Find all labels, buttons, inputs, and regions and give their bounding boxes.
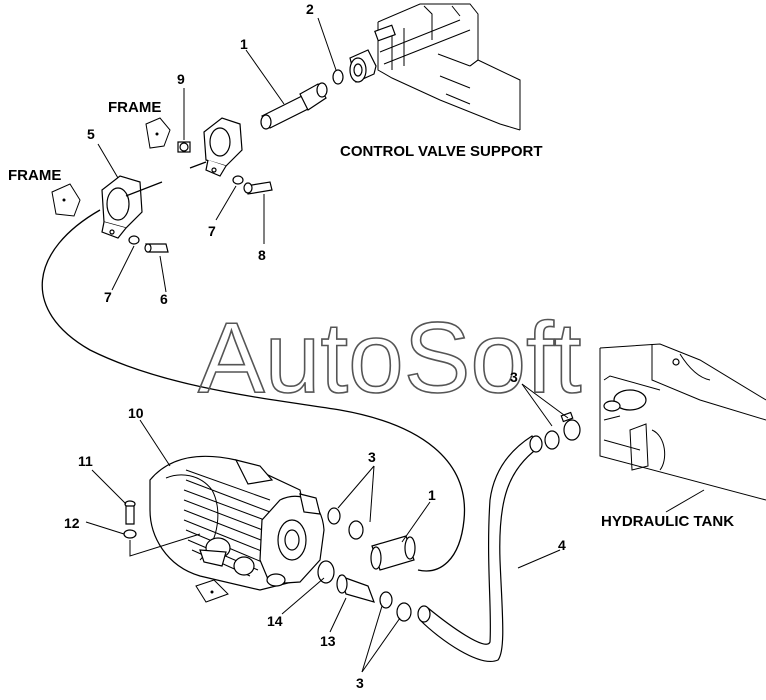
- mount-leader: [129, 533, 201, 557]
- callout-9: 9: [177, 71, 185, 87]
- hose-fitting-part-1-top: [260, 82, 328, 130]
- label-control-valve-support: CONTROL VALVE SUPPORT: [340, 143, 543, 160]
- callout-1-top: 1: [240, 36, 248, 52]
- frame-bracket-upper: [145, 117, 171, 149]
- hydraulic-tank-drawing: [599, 343, 766, 501]
- bolt-part-11: [124, 500, 136, 525]
- control-valve-support-drawing: [374, 3, 521, 131]
- washer-bolt-lower: [128, 235, 169, 253]
- callout-10: 10: [128, 405, 144, 421]
- suction-hose-line: [41, 161, 466, 572]
- washer-part-12: [123, 529, 137, 539]
- callout-2: 2: [306, 1, 314, 17]
- callout-12: 12: [64, 515, 80, 531]
- callout-14: 14: [267, 613, 283, 629]
- clamp-upper: [203, 117, 243, 177]
- callout-1-mid: 1: [428, 487, 436, 503]
- pump-hose-fittings: [317, 507, 416, 622]
- callout-leaders: [85, 17, 705, 673]
- callout-4: 4: [558, 537, 566, 553]
- o-ring-part-2: [332, 69, 344, 85]
- hose-clamps-tank: [544, 411, 581, 450]
- callout-3-tank: 3: [510, 369, 518, 385]
- callout-3-bottom: 3: [356, 675, 364, 691]
- callout-11: 11: [78, 453, 93, 469]
- callout-7-lower: 7: [104, 289, 112, 305]
- callout-5: 5: [87, 126, 95, 142]
- label-frame-upper: FRAME: [108, 99, 161, 116]
- valve-fitting: [349, 49, 377, 83]
- callout-8: 8: [258, 247, 266, 263]
- callout-7-upper: 7: [208, 223, 216, 239]
- hose-part-4: [417, 435, 543, 662]
- callout-3-pump: 3: [368, 449, 376, 465]
- spacer-part-9: [177, 141, 191, 153]
- washer-bolt-upper: [232, 175, 273, 195]
- label-frame-lower: FRAME: [8, 167, 61, 184]
- clamp-lower-part-5: [101, 175, 143, 239]
- label-hydraulic-tank: HYDRAULIC TANK: [601, 513, 734, 530]
- watermark: AutoSoft: [198, 302, 582, 414]
- pump-part-10: [149, 455, 325, 603]
- callout-6: 6: [160, 291, 168, 307]
- frame-bracket-lower: [51, 183, 81, 217]
- callout-13: 13: [320, 633, 336, 649]
